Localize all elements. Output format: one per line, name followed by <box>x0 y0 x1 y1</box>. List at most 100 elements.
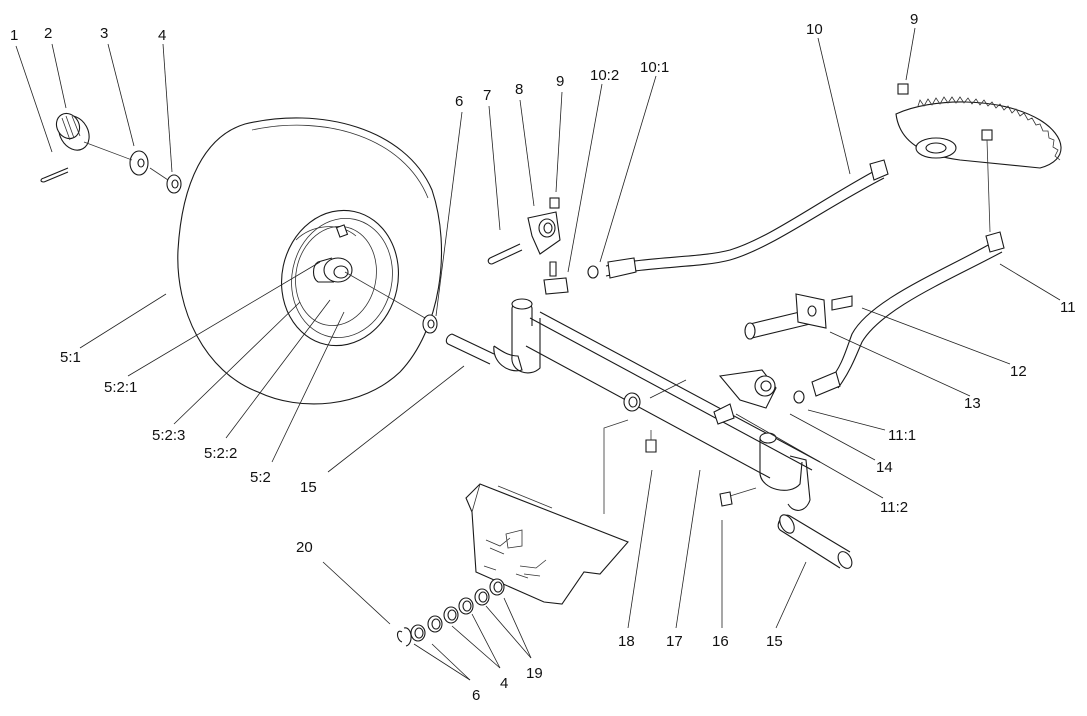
drag-link-sleeve <box>607 257 637 279</box>
axis-line-hub <box>83 141 169 181</box>
drag-link <box>605 83 1062 279</box>
callout-labels: 1 2 3 4 6 7 8 9 10:2 10:1 10 9 11 12 13 … <box>10 11 1076 704</box>
label-13: 13 <box>964 395 981 412</box>
label-9-left: 9 <box>556 73 564 90</box>
label-17: 17 <box>666 633 683 650</box>
bolt-12 <box>831 295 853 311</box>
hub-bearing <box>323 257 353 283</box>
left-spindle <box>344 271 495 365</box>
wheel-rim-outer <box>280 209 400 347</box>
left-steering-arm <box>493 345 523 372</box>
axle-pivot-hole <box>628 396 638 408</box>
axle-beam-upper-edge <box>539 311 821 463</box>
tie-rod-sleeve <box>811 371 841 397</box>
bolt-18 <box>645 439 657 453</box>
ball-joint-stem <box>549 261 557 277</box>
arm-8-boss <box>538 218 556 238</box>
arm-11-2-boss <box>754 375 776 397</box>
label-4-top: 4 <box>158 27 166 44</box>
pin-7 <box>487 243 523 265</box>
nut-on-gear <box>981 129 993 141</box>
rim-detail <box>295 226 357 241</box>
label-5-1: 5:1 <box>60 349 81 366</box>
bolt-16-line <box>729 487 757 497</box>
axle-centerline <box>344 271 426 319</box>
lock-nut-10-1 <box>587 265 599 279</box>
label-5-2-1: 5:2:1 <box>104 379 137 396</box>
washer-3-hole <box>137 158 145 168</box>
arm-11-2-hole <box>760 380 772 392</box>
label-11-2: 11:2 <box>880 499 908 516</box>
tire-tread-line <box>251 124 429 199</box>
spindle-shaft-left <box>445 333 495 365</box>
tire-assembly <box>177 117 443 405</box>
wheel-rim-recess <box>295 225 377 327</box>
label-10-1: 10:1 <box>640 59 669 76</box>
stack-washer-5-hole <box>478 591 488 603</box>
sector-gear-plate <box>895 101 1062 169</box>
drag-link-end-right <box>869 159 889 181</box>
stack-washer-6-hole <box>493 581 503 593</box>
label-2: 2 <box>44 25 52 42</box>
hub-cap-ribs <box>61 115 81 141</box>
drag-link-rod-upper <box>605 167 881 267</box>
ball-joint-10-2 <box>543 277 569 295</box>
skid-plate-slot-3 <box>519 559 547 577</box>
label-20: 20 <box>296 539 313 556</box>
ball-joint-right <box>713 403 735 425</box>
label-11: 11 <box>1060 299 1076 316</box>
skid-plate-slot-4 <box>483 565 529 579</box>
pivot-parts <box>744 293 853 340</box>
label-3: 3 <box>100 25 108 42</box>
bolt-16 <box>719 491 733 507</box>
label-5-2-2: 5:2:2 <box>204 445 237 462</box>
washer-4 <box>166 174 182 194</box>
label-11-1: 11:1 <box>888 427 916 444</box>
hub-cap-parts <box>40 112 182 194</box>
sector-gear-teeth <box>917 96 1061 161</box>
label-7: 7 <box>483 87 491 104</box>
tire-outline <box>177 117 443 405</box>
label-12: 12 <box>1010 363 1027 380</box>
label-14: 14 <box>876 459 893 476</box>
left-steering-parts <box>487 197 599 295</box>
hub-bore <box>333 265 349 279</box>
label-10-2: 10:2 <box>590 67 619 84</box>
label-15-right: 15 <box>766 633 783 650</box>
front-axle <box>493 298 853 569</box>
washer-6 <box>422 314 438 334</box>
axle-pivot-bushing <box>623 392 641 412</box>
label-15-left: 15 <box>300 479 317 496</box>
axle-left-knuckle <box>511 301 541 374</box>
axle-right-knuckle <box>759 438 811 511</box>
plate-mount-line <box>603 419 629 514</box>
washer-4-hole <box>171 179 179 189</box>
label-16: 16 <box>712 633 729 650</box>
tie-rod-lower <box>837 251 1003 389</box>
valve-stem <box>335 224 349 238</box>
stack-washer-4-hole <box>462 600 472 612</box>
stack-washer-2-hole <box>431 618 441 630</box>
axle-beam-top <box>529 317 813 471</box>
wheel-rim-inner <box>291 217 393 339</box>
right-knuckle-top <box>759 432 777 444</box>
axle-beam-bottom <box>525 345 771 479</box>
tie-rod <box>713 231 1005 425</box>
label-8: 8 <box>515 81 523 98</box>
label-18: 18 <box>618 633 635 650</box>
pivot-tube-end <box>744 322 756 340</box>
skid-plate-body <box>465 483 629 605</box>
arm-8-hole <box>543 222 553 234</box>
spindle-collar-right <box>779 514 795 534</box>
nut-11-1 <box>793 390 805 404</box>
bracket-12 <box>795 293 827 329</box>
label-19: 19 <box>526 665 543 682</box>
nut-9-upper <box>549 197 560 209</box>
cotter-pin <box>40 167 69 183</box>
label-10: 10 <box>806 21 823 38</box>
tie-rod-upper <box>829 243 991 381</box>
gear-bolt-line <box>986 139 991 233</box>
left-knuckle-top <box>511 298 533 310</box>
e-clip-20 <box>396 627 412 647</box>
